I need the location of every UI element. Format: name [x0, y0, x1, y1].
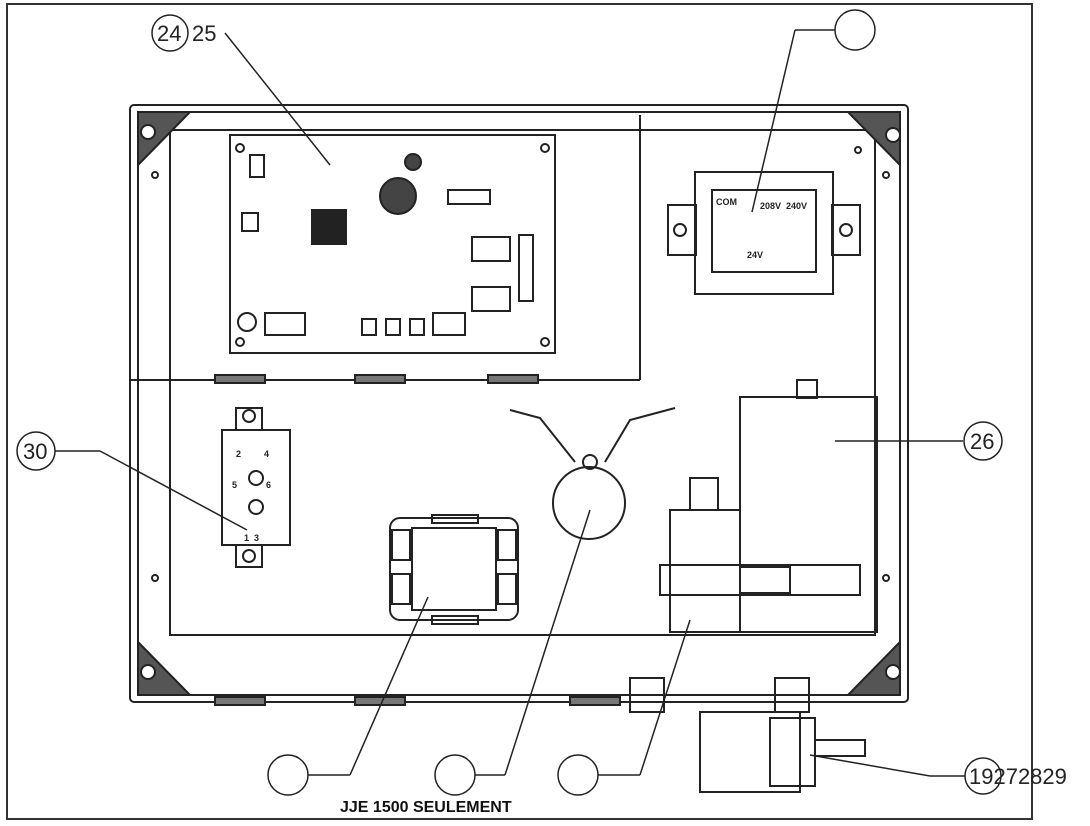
- term-2-label: 2: [236, 449, 241, 459]
- control-board: [229, 134, 556, 354]
- xfmr-24v-label: 24V: [747, 250, 763, 260]
- model-caption: JJE 1500 SEULEMENT: [340, 799, 512, 816]
- motor: [629, 677, 866, 793]
- drawing-frame: [6, 3, 1033, 820]
- enclosure: [129, 104, 909, 706]
- term-5-label: 5: [232, 480, 237, 490]
- transformer: [667, 171, 861, 295]
- term-1-label: 1: [244, 533, 249, 543]
- terminal-block: [221, 407, 291, 568]
- callout-motor: 19272829: [969, 764, 1067, 789]
- capacitors: [659, 379, 878, 633]
- xfmr-208v-label: 208V: [760, 201, 781, 211]
- callout-circles: [16, 9, 1003, 796]
- xfmr-240v-label: 240V: [786, 201, 807, 211]
- callout-board-a: 24: [157, 21, 181, 46]
- corner-screws: [140, 124, 901, 680]
- term-4-label: 4: [264, 449, 269, 459]
- xfmr-com-label: COM: [716, 197, 737, 207]
- toroid-sensor: [509, 407, 676, 540]
- callout-board-b: 25: [192, 21, 216, 46]
- callout-terminal: 30: [23, 439, 47, 464]
- callout-capacitor: 26: [970, 429, 994, 454]
- term-6-label: 6: [266, 480, 271, 490]
- term-3-label: 3: [254, 533, 259, 543]
- contactor: [389, 514, 519, 625]
- leader-lines: [55, 29, 965, 777]
